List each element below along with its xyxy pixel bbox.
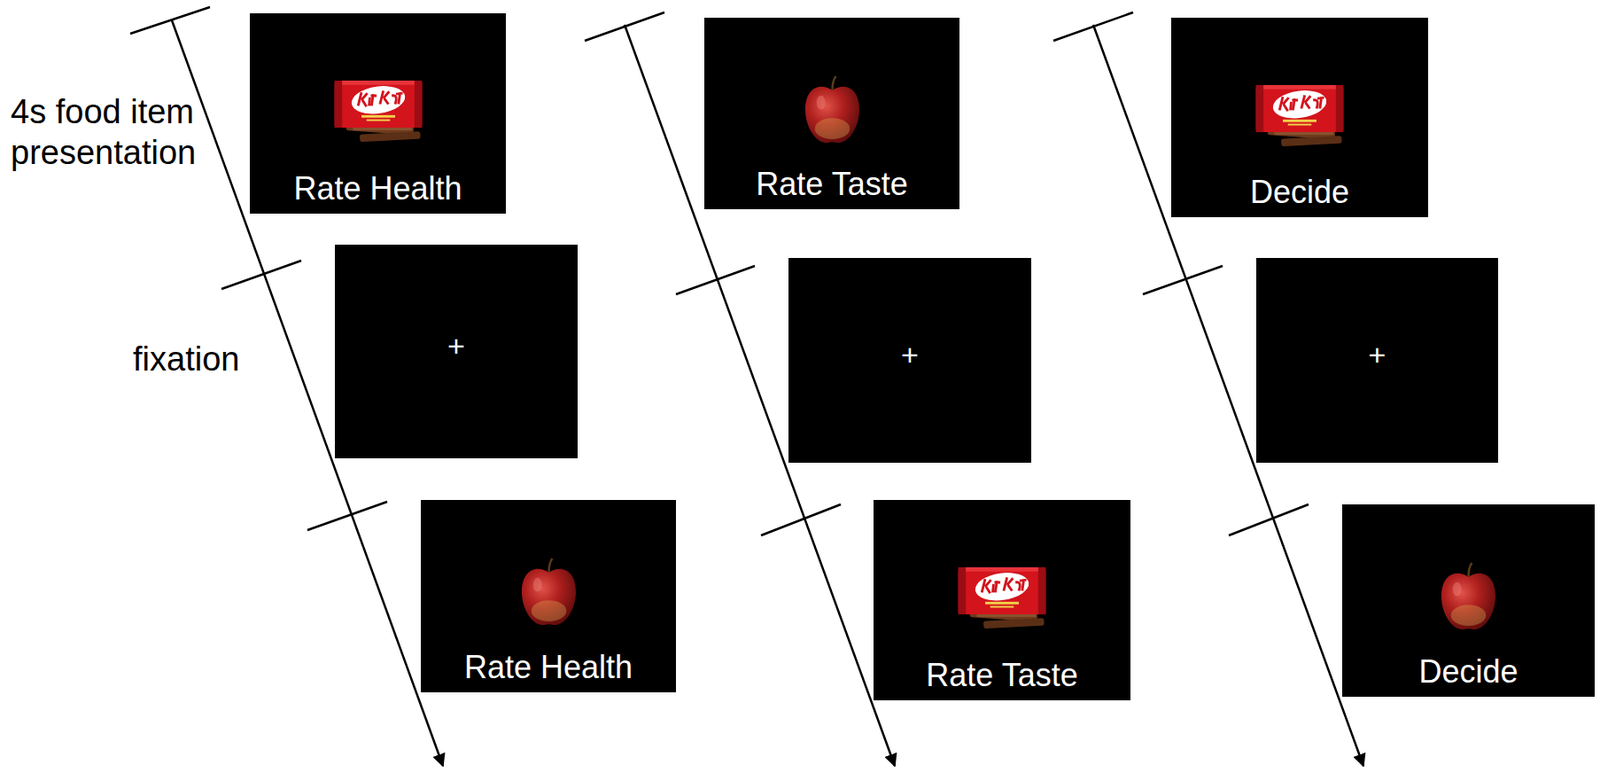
task-cue: Rate Health <box>293 170 462 207</box>
tick-mark <box>1142 265 1223 295</box>
fixation-screen: + <box>788 257 1032 463</box>
task-cue: Rate Taste <box>925 656 1078 693</box>
tick-mark <box>675 265 755 295</box>
chocolate-bar-picture <box>327 77 429 148</box>
stimulus-screen: Rate Health <box>249 13 506 214</box>
chocolate-bar-picture <box>1249 81 1351 153</box>
tick-mark <box>130 7 210 34</box>
food-illustration <box>520 558 575 625</box>
tick-mark <box>307 501 388 530</box>
stimulus-screen: Rate Health <box>420 499 676 692</box>
apple-picture <box>518 556 580 629</box>
fixation-cross: + <box>900 337 919 373</box>
tick-mark <box>584 12 665 41</box>
tick-mark <box>1228 504 1309 536</box>
food-illustration <box>1441 562 1496 630</box>
food-illustration <box>333 80 422 142</box>
task-cue: Rate Taste <box>755 165 908 202</box>
stimulus-screen: Rate Taste <box>873 499 1131 700</box>
apple-picture <box>1437 560 1500 633</box>
phase-label-text: 4s food item presentation <box>10 93 196 171</box>
tick-mark <box>221 260 302 289</box>
stimulus-screen: Decide <box>1171 17 1429 218</box>
apple-picture <box>801 74 863 147</box>
tick-mark <box>761 504 841 536</box>
phase-label: 4s food item presentation <box>10 92 215 173</box>
phase-label: fixation <box>132 339 275 381</box>
stimulus-screen: Decide <box>1342 504 1595 697</box>
food-illustration <box>1256 85 1344 147</box>
fixation-cross: + <box>447 328 466 364</box>
chocolate-bar-picture <box>951 563 1053 635</box>
task-cue: Decide <box>1418 652 1518 690</box>
task-cue: Rate Health <box>464 648 633 685</box>
food-illustration <box>804 76 859 143</box>
food-illustration <box>958 566 1047 629</box>
task-cue: Decide <box>1250 173 1350 210</box>
fixation-screen: + <box>1256 257 1499 463</box>
fixation-cross: + <box>1368 337 1387 373</box>
tick-mark <box>1053 12 1134 41</box>
phase-label-text: fixation <box>132 340 240 378</box>
fixation-screen: + <box>334 244 578 459</box>
stimulus-screen: Rate Taste <box>704 17 960 210</box>
